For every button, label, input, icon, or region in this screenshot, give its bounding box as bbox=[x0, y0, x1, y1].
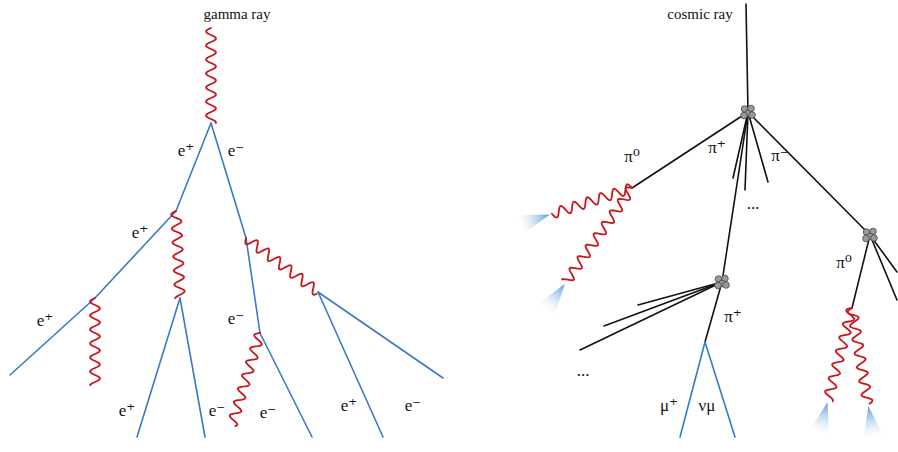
shower-cone bbox=[864, 406, 884, 441]
interaction-vertex bbox=[715, 275, 730, 289]
photon-wave bbox=[848, 308, 873, 404]
ellipsis-label: ... bbox=[747, 195, 760, 212]
electron-track bbox=[318, 292, 443, 378]
hadron-track bbox=[748, 112, 870, 235]
photon-wave bbox=[171, 211, 184, 298]
photon-wave bbox=[562, 187, 632, 280]
hadron-track bbox=[604, 282, 722, 326]
photon-wave bbox=[552, 184, 632, 217]
hadron-track bbox=[580, 282, 722, 350]
particle-label: π⁻ bbox=[771, 147, 789, 164]
nucleon-dot bbox=[741, 112, 748, 119]
nucleon-dot bbox=[723, 282, 730, 289]
particle-label: e⁻ bbox=[260, 404, 277, 421]
particle-label: e⁻ bbox=[405, 397, 422, 414]
particle-label: e⁺ bbox=[341, 397, 358, 414]
electron-track bbox=[211, 123, 246, 238]
pion-track bbox=[705, 282, 722, 342]
panel-title: gamma ray bbox=[203, 7, 270, 22]
particle-label: νμ bbox=[699, 397, 716, 414]
particle-label: e⁺ bbox=[178, 142, 195, 159]
particle-label: e⁻ bbox=[228, 142, 245, 159]
particle-label: π⁺ bbox=[708, 139, 726, 156]
electron-track bbox=[180, 298, 205, 437]
particle-label: e⁻ bbox=[228, 310, 245, 327]
primary-track bbox=[746, 4, 748, 112]
positron-track bbox=[95, 211, 176, 298]
pion-track bbox=[632, 112, 748, 188]
ellipsis-label: ... bbox=[577, 362, 590, 379]
hadron-track bbox=[722, 112, 748, 282]
particle-label: e⁻ bbox=[209, 402, 226, 419]
photon-wave bbox=[230, 333, 262, 426]
particle-label: e⁺ bbox=[132, 224, 149, 241]
particle-label: e⁺ bbox=[119, 402, 136, 419]
shower-cone bbox=[538, 284, 565, 316]
particle-label: π⁺ bbox=[724, 308, 742, 325]
positron-track bbox=[137, 298, 180, 437]
nucleon-dot bbox=[749, 112, 756, 119]
interaction-vertex bbox=[741, 105, 756, 119]
shower-cone bbox=[516, 215, 550, 234]
interaction-vertex bbox=[863, 228, 878, 242]
particle-label: π⁰ bbox=[624, 148, 639, 165]
particle-label: μ⁺ bbox=[660, 397, 678, 414]
hadron-track bbox=[870, 235, 897, 272]
positron-track bbox=[176, 123, 211, 211]
nucleon-dot bbox=[715, 282, 722, 289]
nucleon-dot bbox=[863, 235, 870, 242]
photon-wave bbox=[245, 238, 316, 295]
hadron-track bbox=[638, 282, 722, 305]
photon-wave bbox=[206, 28, 216, 123]
electron-track bbox=[260, 333, 312, 437]
neutrino-track bbox=[705, 342, 735, 437]
panel-title: cosmic ray bbox=[667, 7, 732, 22]
shower-cone bbox=[810, 402, 829, 437]
photon-wave bbox=[90, 298, 100, 385]
positron-track bbox=[10, 298, 95, 375]
hadron-track bbox=[870, 235, 897, 300]
particle-label: π⁰ bbox=[836, 254, 851, 271]
photon-wave bbox=[825, 308, 854, 401]
nucleon-dot bbox=[871, 235, 878, 242]
pion-track bbox=[852, 235, 870, 308]
muon-track bbox=[680, 342, 705, 437]
particle-label: e⁺ bbox=[37, 312, 54, 329]
